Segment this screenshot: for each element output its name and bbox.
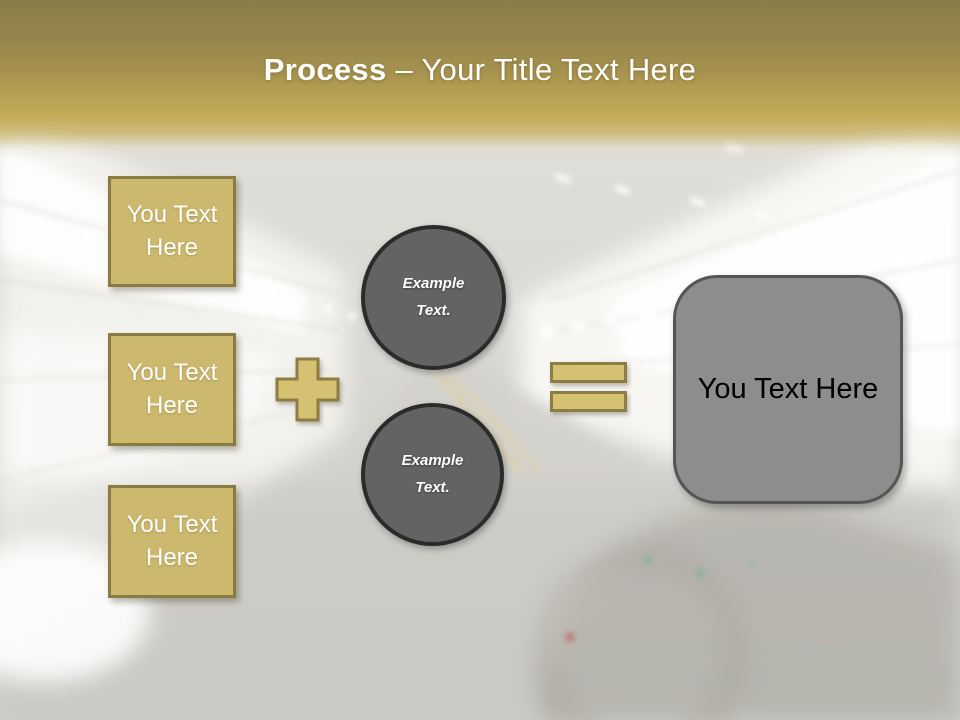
- example-circle-1-label: Example Text.: [402, 275, 465, 319]
- equals-bar-top: [550, 362, 627, 383]
- you-text-box-1[interactable]: You Text Here: [108, 176, 236, 287]
- example-circle-1[interactable]: Example Text.: [361, 225, 506, 370]
- slide-title: Process– Your Title Text Here: [0, 52, 960, 88]
- you-text-box-1-label: You Text Here: [126, 201, 218, 261]
- you-text-box-3[interactable]: You Text Here: [108, 485, 236, 598]
- result-box-label: You Text Here: [697, 373, 879, 405]
- example-circle-2[interactable]: Example Text.: [361, 403, 504, 546]
- result-box[interactable]: You Text Here: [673, 275, 903, 504]
- you-text-box-2-label: You Text Here: [126, 359, 218, 419]
- you-text-box-2[interactable]: You Text Here: [108, 333, 236, 446]
- you-text-box-3-label: You Text Here: [126, 511, 218, 571]
- title-band: [0, 0, 960, 158]
- equals-bar-bottom: [550, 391, 627, 412]
- equals-icon: [550, 362, 627, 412]
- slide-title-emphasis: Process: [263, 52, 387, 87]
- plus-icon: [275, 357, 340, 422]
- slide-title-rest: – Your Title Text Here: [395, 52, 697, 87]
- example-circle-2-label: Example Text.: [401, 452, 464, 496]
